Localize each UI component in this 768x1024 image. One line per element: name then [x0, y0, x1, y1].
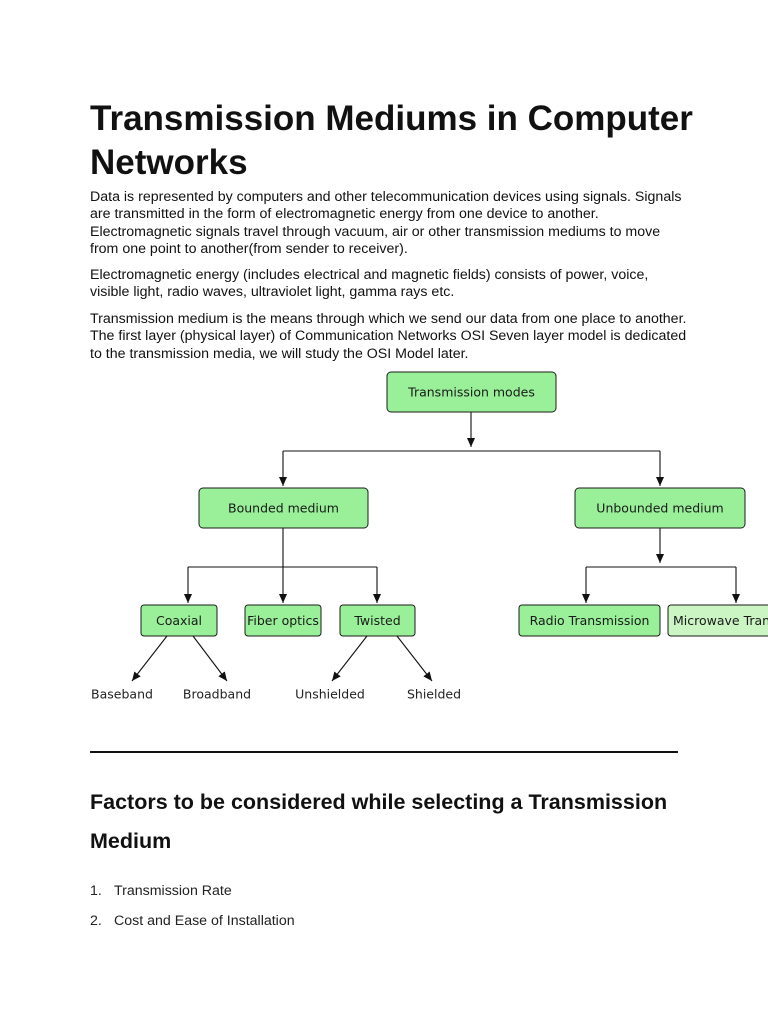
node-label-coaxial: Coaxial	[156, 613, 202, 628]
node-bounded-medium: Bounded medium	[198, 487, 369, 529]
node-label-bounded: Bounded medium	[228, 501, 339, 516]
arrow-to-broadband	[192, 635, 228, 682]
list-item-number: 1.	[90, 883, 102, 899]
list-item-label: Cost and Ease of Installation	[114, 912, 295, 929]
node-label-unbounded: Unbounded medium	[596, 501, 723, 516]
transmission-modes-diagram: Transmission modes Bounded medium Unboun…	[91, 371, 768, 702]
section-divider	[90, 751, 678, 753]
node-label-radio: Radio Transmission	[530, 613, 650, 628]
node-label-fiber: Fiber optics	[247, 613, 319, 628]
node-label-root: Transmission modes	[407, 385, 535, 400]
medium-paragraph: Transmission medium is the means through…	[90, 311, 687, 362]
list-item: 2. Cost and Ease of Installation	[90, 910, 295, 940]
energy-paragraph: Electromagnetic energy (includes electri…	[90, 267, 649, 301]
list-item: 1. Transmission Rate	[90, 880, 295, 910]
node-fiber-optics: Fiber optics	[244, 604, 322, 637]
node-label-twisted: Twisted	[353, 613, 400, 628]
list-item-number: 2.	[90, 912, 102, 929]
node-unbounded-medium: Unbounded medium	[574, 487, 746, 529]
factor-list: 1. Transmission Rate 2. Cost and Ease of I…	[90, 880, 295, 939]
list-item-label: Transmission Rate	[114, 883, 232, 899]
leaf-label-broadband: Broadband	[183, 687, 251, 702]
arrow-to-unshielded	[331, 635, 368, 682]
arrow-to-shielded	[396, 635, 433, 682]
arrow-to-baseband	[131, 635, 168, 682]
diagram-connectors	[131, 412, 740, 682]
page-title: Transmission Mediums in Computer Network…	[90, 99, 693, 182]
node-microwave-transmission: Microwave Transmission	[667, 604, 768, 637]
leaf-label-unshielded: Unshielded	[295, 687, 365, 702]
node-label-microwave: Microwave Transmission	[673, 613, 768, 628]
leaf-label-shielded: Shielded	[407, 687, 461, 702]
node-transmission-modes: Transmission modes	[386, 371, 557, 413]
intro-paragraph: Data is represented by computers and oth…	[90, 189, 682, 258]
node-twisted: Twisted	[339, 604, 416, 637]
leaf-label-baseband: Baseband	[91, 687, 153, 702]
node-radio-transmission: Radio Transmission	[518, 604, 661, 637]
node-coaxial: Coaxial	[140, 604, 218, 637]
section-title: Factors to be considered while selecting…	[90, 790, 668, 853]
